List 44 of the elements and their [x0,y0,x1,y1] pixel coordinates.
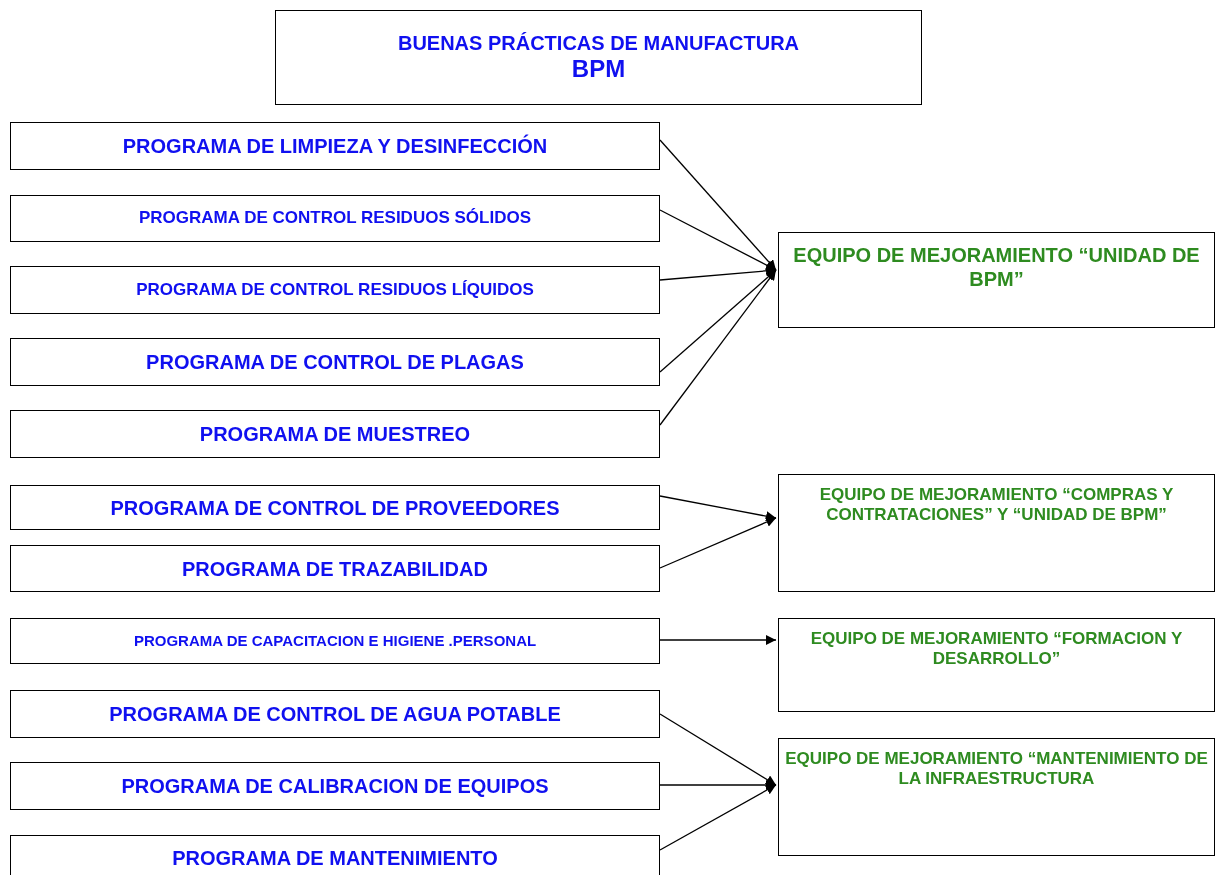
box-label: PROGRAMA DE CONTROL DE PROVEEDORES [110,495,560,520]
program-box [10,338,660,386]
program-box [10,410,660,458]
box-label: PROGRAMA DE CONTROL RESIDUOS SÓLIDOS [139,208,531,229]
box-label: PROGRAMA DE LIMPIEZA Y DESINFECCIÓN [122,134,548,158]
arrow [659,209,777,271]
arrow [659,784,777,851]
box-label: EQUIPO DE MEJORAMIENTO “MANTENIMIENTO DE LA INFRAESTRUCTURA [785,749,1208,790]
team-box [778,618,1215,712]
box-label: PROGRAMA DE CALIBRACION DE EQUIPOS [121,774,549,798]
program-box [10,545,660,592]
box-label: PROGRAMA DE CONTROL RESIDUOS LÍQUIDOS [136,279,534,301]
box-label: EQUIPO DE MEJORAMIENTO “FORMACION Y DESARROLLO” [809,629,1184,670]
team-box [778,474,1215,592]
box-label: PROGRAMA DE CONTROL DE PLAGAS [146,350,524,374]
arrow [659,517,777,569]
box-label: PROGRAMA DE CONTROL DE AGUA POTABLE [109,702,561,726]
arrow [659,265,777,281]
team-box [778,738,1215,856]
arrow [659,269,777,426]
arrow [659,635,777,645]
program-box [10,122,660,170]
box-label: PROGRAMA DE MANTENIMIENTO [172,845,498,870]
arrow [659,269,777,373]
box-subtitle: BPM [571,55,626,84]
box-label: EQUIPO DE MEJORAMIENTO “COMPRAS Y CONTRATACIONES” Y “UNIDAD DE BPM” [818,485,1175,526]
box-label: PROGRAMA DE TRAZABILIDAD [182,556,488,581]
program-box [10,835,660,875]
team-box [778,232,1215,328]
box-label: EQUIPO DE MEJORAMIENTO “UNIDAD DE BPM” [792,243,1201,291]
program-box [10,618,660,664]
box-label: BUENAS PRÁCTICAS DE MANUFACTURA [397,31,800,56]
program-box [10,690,660,738]
program-box [10,195,660,242]
arrow [659,780,777,790]
box-label: PROGRAMA DE CAPACITACION E HIGIENE .PERSONAL [133,632,537,650]
box-label: PROGRAMA DE MUESTREO [199,422,471,446]
title-box [275,10,922,105]
arrow [659,713,777,786]
program-box [10,762,660,810]
arrow [659,495,777,522]
program-box [10,266,660,314]
arrow [659,139,777,271]
program-box [10,485,660,530]
